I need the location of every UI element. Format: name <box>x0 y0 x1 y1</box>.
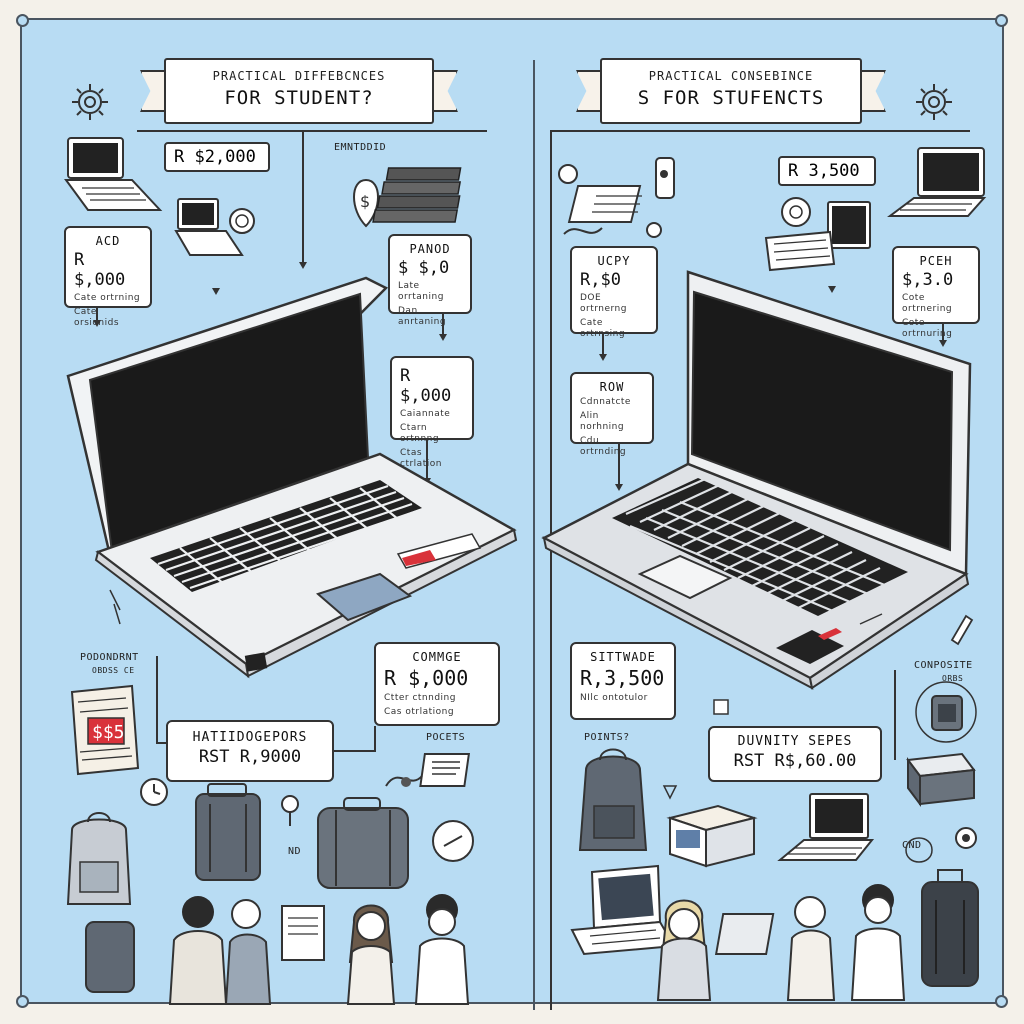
left-label-nd: ND <box>288 846 302 857</box>
right-banner-line1: PRACTICAL CONSEBINCE <box>648 69 814 83</box>
svg-text:$: $ <box>360 192 370 211</box>
small-laptop-icon <box>887 147 987 217</box>
right-label-cnd: CND <box>902 840 922 851</box>
box-package-icon <box>666 804 758 868</box>
textbook-icon: $$5 <box>70 684 140 776</box>
suitcase-icon <box>317 797 409 889</box>
right-card-d: SITTWADE R,3,500 NIlc ontotulor <box>570 642 676 720</box>
tape-icon <box>905 827 977 863</box>
clock-icon <box>140 778 168 806</box>
left-panel: PRACTICAL DIFFEBCNCES FOR STUDENT? R $2,… <box>22 20 518 1006</box>
backpack-icon <box>66 812 132 905</box>
right-top-price: R 3,500 <box>778 156 876 186</box>
pin-icon <box>281 795 299 826</box>
left-main-laptop <box>66 276 518 679</box>
luggage-icon <box>195 783 261 881</box>
poster-frame: PRACTICAL DIFFEBCNCES FOR STUDENT? R $2,… <box>16 14 1008 1010</box>
left-banner-line1: PRACTICAL DIFFEBCNCES <box>212 69 386 83</box>
right-main-laptop <box>541 270 972 690</box>
pointer-icon <box>662 785 678 800</box>
camera-bag-icon <box>915 681 977 743</box>
left-label-product-sub: OBDSS CE <box>92 666 135 675</box>
right-banner-line2: S FOR STUFENCTS <box>637 87 825 109</box>
right-label-composite-sub: ORBS <box>942 674 964 683</box>
gear-icon <box>72 84 108 120</box>
laptop-coin-icon <box>174 198 255 256</box>
textbook-price-label: $$5 <box>92 722 125 743</box>
frame-corner <box>995 14 1008 27</box>
left-card-a: ACD R $,000 Cate ortrning Cate orsionids <box>64 226 152 328</box>
frame-corner <box>16 995 29 1008</box>
small-note-icon <box>713 699 729 715</box>
laptop-coin-icon <box>764 197 871 272</box>
left-card-c: R $,000 Caiannate Ctarn ortnnng Ctas ctr… <box>390 356 474 469</box>
accessory-cable-icon <box>385 753 471 787</box>
left-students-illustration <box>85 894 470 1005</box>
projector-icon <box>906 752 976 807</box>
right-card-e: DUVNITY SEPES RST R$,60.00 <box>708 726 882 782</box>
open-laptop-icon <box>777 793 875 861</box>
accessories-cluster-icon <box>558 157 675 238</box>
frame-corner <box>16 14 29 27</box>
right-label-composite: CONPOSITE <box>914 660 973 671</box>
left-banner-line2: FOR STUDENT? <box>224 87 374 109</box>
compass-icon <box>432 820 474 862</box>
right-title-banner: PRACTICAL CONSEBINCE S FOR STUFENCTS <box>576 58 886 124</box>
right-card-b: PCEH $,3.0 Cote ortrnering Cote ortrnuri… <box>892 246 980 339</box>
backpack-icon <box>578 748 648 851</box>
right-students-illustration <box>570 864 979 1001</box>
gear-icon <box>916 84 952 120</box>
document-stack-icon: $ <box>353 167 462 228</box>
left-top-label: EMNTDDID <box>334 142 387 153</box>
left-top-price: R $2,000 <box>164 142 270 172</box>
panel-divider <box>533 60 535 1010</box>
right-card-c: ROW Cdnnatcte Alin norhning Cdu ortrndin… <box>570 372 654 457</box>
left-label-product: PODONDRNT <box>80 652 139 663</box>
pen-icon <box>950 614 974 646</box>
left-title-banner: PRACTICAL DIFFEBCNCES FOR STUDENT? <box>140 58 458 124</box>
left-label-pockets: POCETS <box>426 732 466 743</box>
right-label-points: POINTS? <box>584 732 630 743</box>
small-laptop-icon <box>64 137 163 211</box>
left-card-b: PANOD $ $,0 Late orrtaning Dan anrtaning <box>388 234 472 327</box>
left-card-e: HATIIDOGEPORS RST R,9000 <box>166 720 334 782</box>
frame-corner <box>995 995 1008 1008</box>
right-panel: PRACTICAL CONSEBINCE S FOR STUFENCTS R 3… <box>514 20 1004 1010</box>
left-card-d: COMMGE R $,000 Ctter ctnnding Cas otrlat… <box>374 642 500 726</box>
